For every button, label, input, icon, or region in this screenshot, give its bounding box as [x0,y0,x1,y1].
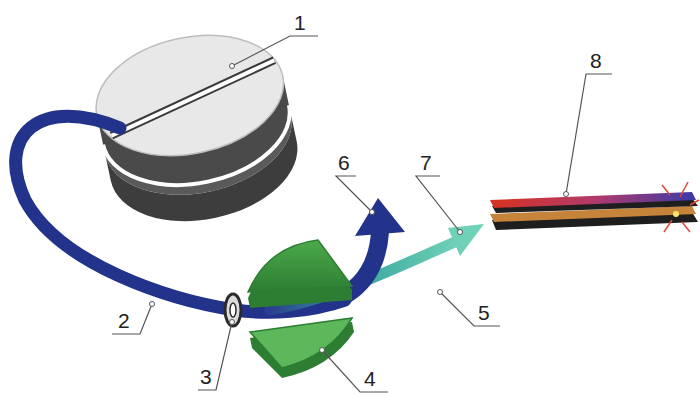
callout-number: 6 [338,152,350,173]
callout-number: 1 [294,12,306,33]
target-bar [490,182,699,232]
callout-number: 8 [590,50,602,71]
callout-number: 5 [478,302,490,323]
leader-lines [112,36,612,392]
beam-arrowhead [355,198,405,236]
callout-number: 7 [420,152,432,173]
callout-number: 3 [200,366,212,387]
septum-ring [225,294,241,326]
beam-arrowhead [448,224,484,256]
callout-number: 2 [118,310,130,331]
callout-number: 4 [364,368,376,389]
